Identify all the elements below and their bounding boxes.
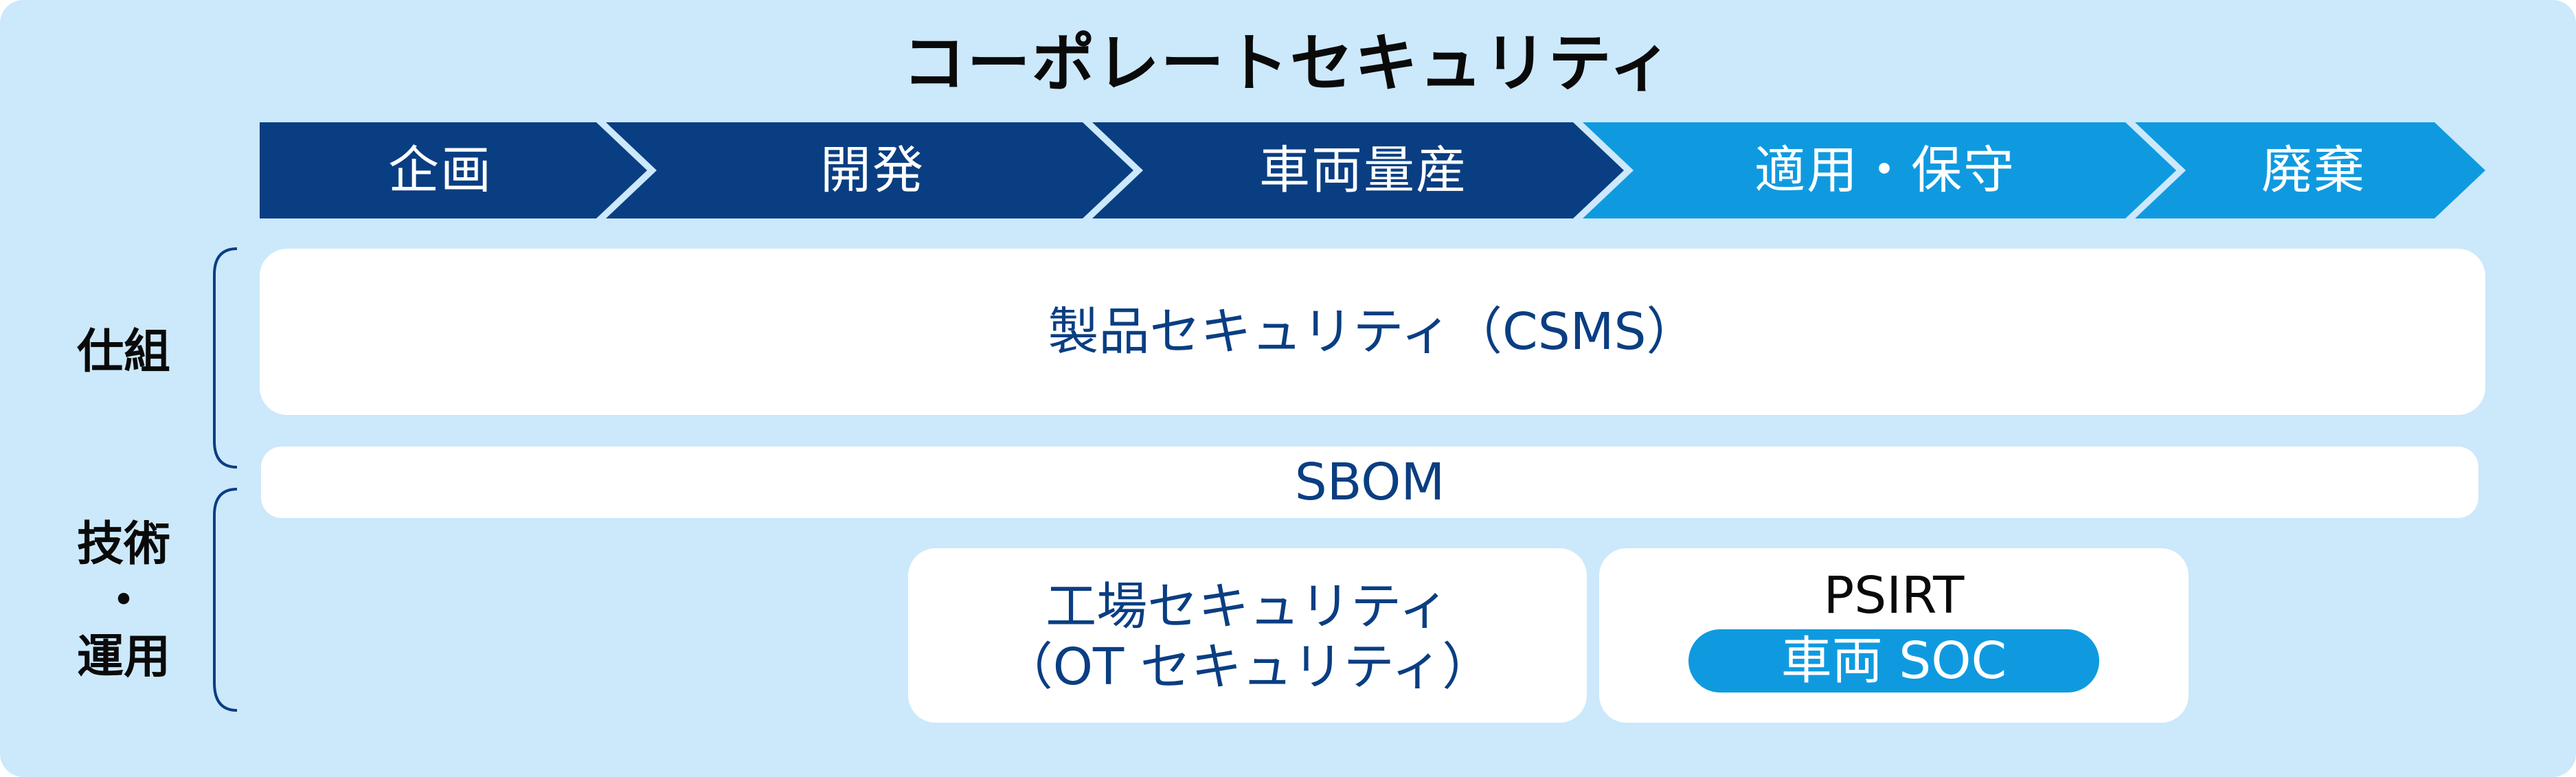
box-sbom: SBOM — [261, 447, 2478, 518]
box-psirt: PSIRT 車両 SOC — [1599, 548, 2189, 723]
box-factory-security-line2: （OT セキュリティ） — [1002, 638, 1493, 697]
phase-label-disposal: 廃棄 — [2261, 141, 2366, 200]
box-psirt-label: PSIRT — [1823, 566, 1965, 625]
phase-chevron-4 — [1583, 122, 2176, 218]
phase-label-maintenance: 適用・保守 — [1754, 141, 2015, 200]
phase-label-planning: 企画 — [388, 141, 493, 200]
side-label-technology-line2: 運用 — [76, 630, 170, 684]
side-label-technology-line1: 技術 — [76, 517, 170, 572]
phase-chevron-3 — [1092, 122, 1624, 218]
box-factory-security-line1: 工場セキュリティ — [1046, 577, 1449, 636]
phase-chevron-1 — [260, 122, 647, 218]
phase-label-mass-production: 車両量産 — [1259, 141, 1468, 200]
box-sbom-label: SBOM — [1294, 453, 1445, 512]
side-label-framework: 仕組 — [76, 325, 170, 379]
diagram-title: コーポレートセキュリティ — [902, 27, 1674, 100]
box-product-security: 製品セキュリティ（CSMS） — [260, 249, 2485, 415]
phase-chevron-5 — [2135, 122, 2485, 218]
vehicle-soc-pill: 車両 SOC — [1688, 629, 2099, 692]
box-factory-security: 工場セキュリティ （OT セキュリティ） — [908, 548, 1587, 723]
side-label-technology-dot: ・ — [100, 574, 147, 628]
phase-chevron-2 — [606, 122, 1133, 218]
box-product-security-label: 製品セキュリティ（CSMS） — [1048, 302, 1697, 361]
side-label-technology: 技術 ・ 運用 — [48, 517, 199, 686]
phase-label-development: 開発 — [820, 141, 925, 200]
